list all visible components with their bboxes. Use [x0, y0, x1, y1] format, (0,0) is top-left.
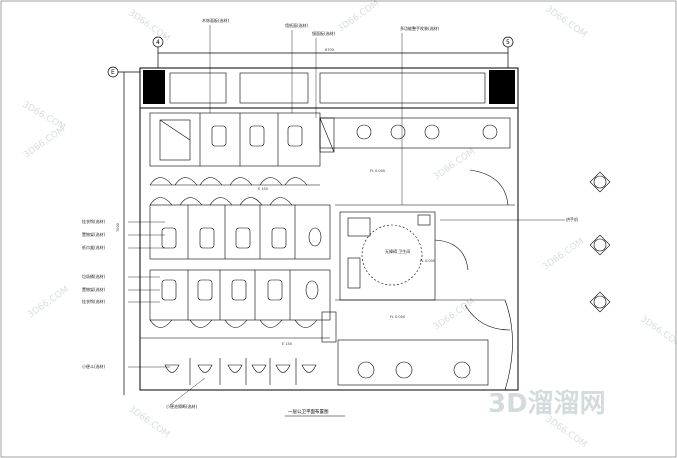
decor-medallions: [589, 171, 611, 313]
corridor-level-lower: E 150: [282, 342, 292, 346]
accessible-toilet: [339, 211, 469, 301]
callout-top-4: 多功能整手吹装(选材): [400, 25, 440, 31]
callout-top-3: 镜面板(选材): [312, 30, 336, 36]
middle-floor-level: FL 0.000: [420, 259, 435, 263]
urinals: [164, 358, 317, 385]
axis-markers: [107, 36, 514, 395]
watermark: 3D66.COM: [543, 414, 588, 450]
callout-left-8: 小便池隔断(选材): [166, 403, 198, 409]
callout-top-1: 木饰面板(选材): [202, 17, 230, 23]
watermark: 3D66.COM: [638, 314, 677, 350]
watermark: 3D66.COM: [22, 125, 67, 161]
axis-label-row-e: E: [111, 69, 115, 76]
lower-floor-level: FL 0.000: [390, 315, 405, 319]
callout-top-2: 墙纸面(选材): [285, 22, 309, 28]
watermark: 3D66.COM: [126, 404, 171, 440]
upper-stalls: [149, 112, 321, 186]
callout-left-5: 置物架(选材): [82, 286, 106, 292]
watermark: 3D66.COM: [336, 0, 381, 34]
callout-left-6: 挂衣钩(选材): [82, 298, 106, 304]
callout-right-1: 烘手机: [566, 216, 578, 222]
lower-stalls: [140, 269, 331, 339]
callout-left-1: 挂衣钩(选材): [82, 218, 106, 224]
column: [489, 70, 515, 104]
drawing-title: 一层公卫平面布置图: [288, 408, 329, 415]
axis-label-col-5: 5: [506, 39, 510, 46]
overall-width-dimension: 6700: [325, 48, 334, 52]
corridor-level-upper: E 150: [258, 187, 268, 191]
watermark: 3D66.COM: [543, 4, 588, 40]
leader-lines: [128, 25, 565, 406]
watermark: 3D66.COM: [126, 8, 171, 44]
watermark: 3D66.COM: [432, 147, 477, 183]
callout-left-7: 小便斗(选材): [82, 363, 106, 369]
axis-label-col-4: 4: [156, 39, 160, 46]
lower-wash-area: [321, 299, 513, 391]
overall-height-dimension: 7000: [116, 223, 120, 232]
brand-watermark: 3D溜溜网: [488, 388, 606, 419]
callout-left-4: 垃圾桶(选材): [82, 273, 106, 279]
watermark: 3D66.COM: [26, 285, 71, 321]
callout-left-2: 置物架(选材): [82, 231, 106, 237]
accessible-room-label: 无障碍 卫生间: [385, 248, 410, 254]
callout-left-3: 纸巾盒(选材): [82, 244, 106, 250]
upper-floor-level: FL 0.000: [370, 169, 385, 173]
windows: [169, 72, 486, 104]
watermark: 3D66.COM: [432, 297, 477, 333]
walls: [139, 67, 519, 391]
middle-stalls: [149, 197, 331, 260]
watermark: 3D66.COM: [541, 237, 586, 273]
upper-wash-area: [319, 117, 515, 206]
column: [143, 70, 165, 104]
